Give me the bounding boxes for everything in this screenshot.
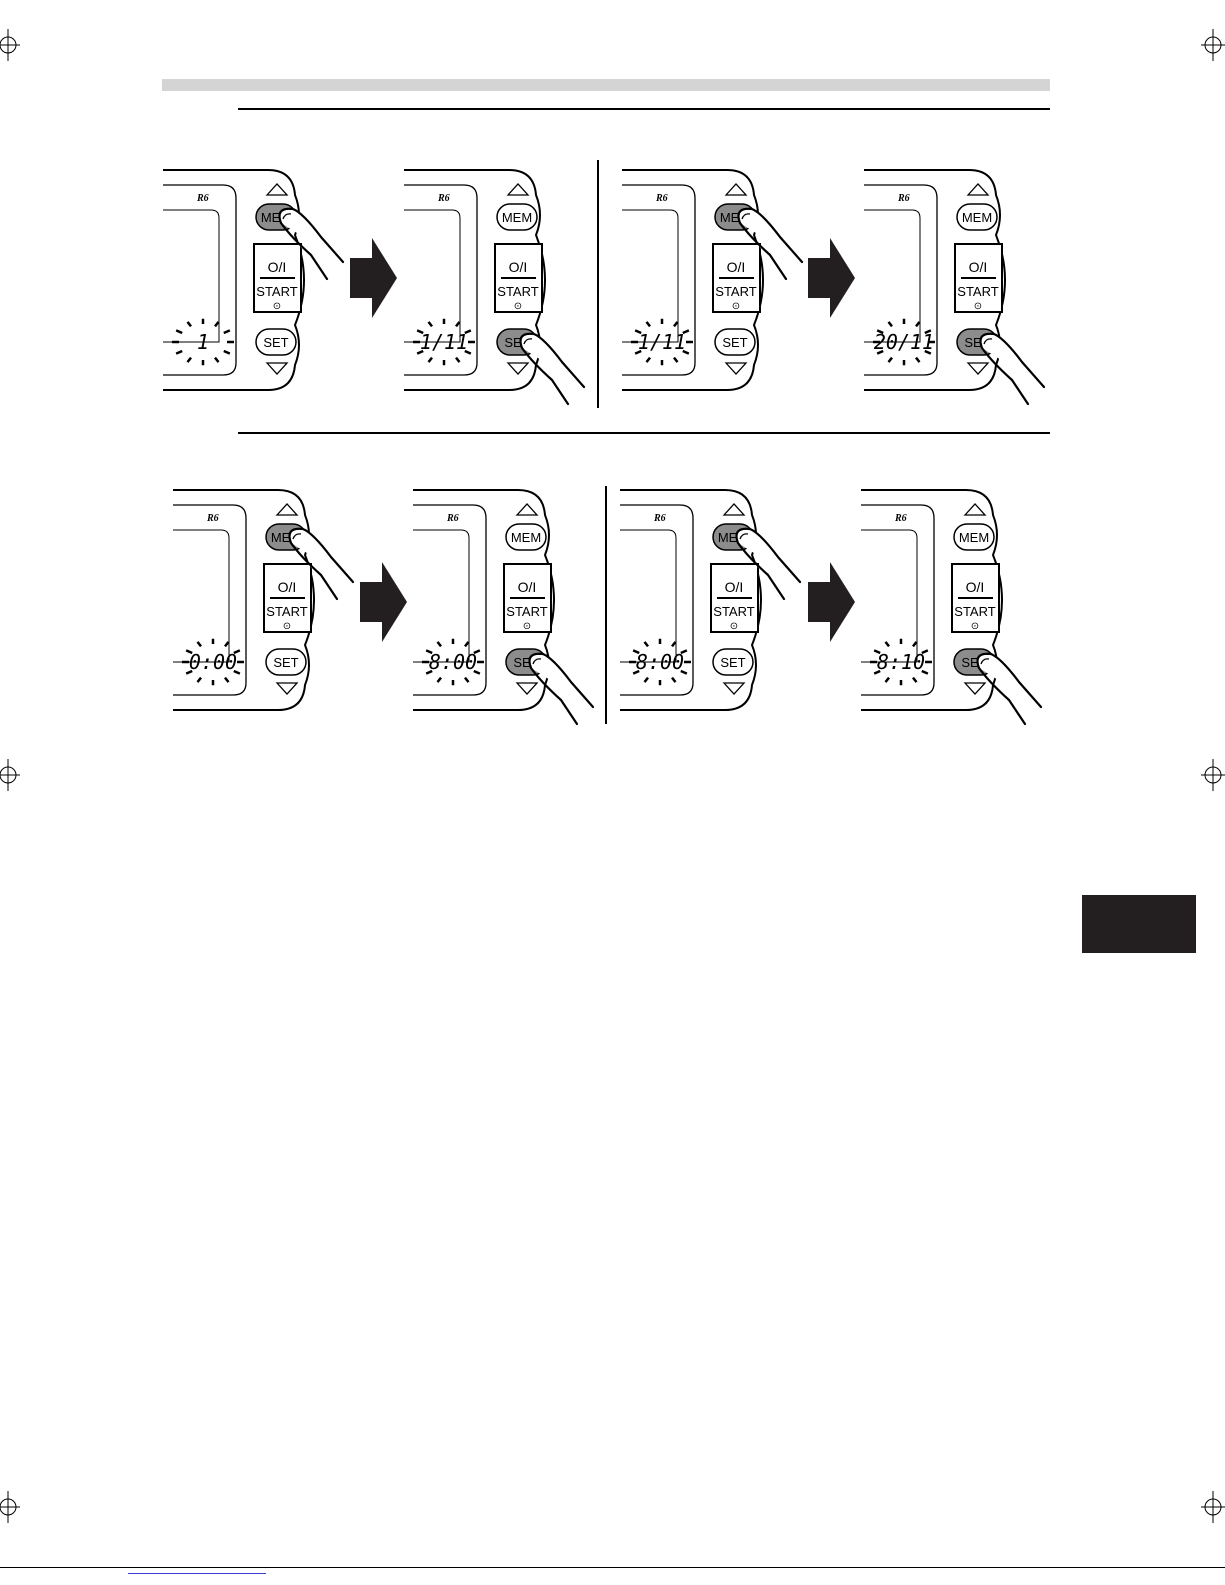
- set-button-label: SET: [273, 655, 298, 670]
- registration-mark: [0, 759, 20, 791]
- start-symbol: ⊙: [971, 621, 979, 632]
- display-readout: 8:00: [429, 650, 477, 674]
- set-button-label: SET: [720, 655, 745, 670]
- start-label: START: [266, 604, 307, 619]
- device-panel: R6MEMO/ISTART⊙SET1: [163, 170, 343, 390]
- device-panels: R6MEMO/ISTART⊙SET1R6MEMO/ISTART⊙SET1/11R…: [163, 170, 1044, 724]
- mem-button-label: MEM: [962, 210, 992, 225]
- start-symbol: ⊙: [974, 301, 982, 312]
- power-label: O/I: [725, 579, 744, 595]
- registration-mark: [0, 1491, 20, 1523]
- device-panel: R6MEMO/ISTART⊙SET8:00: [413, 490, 593, 724]
- model-label: R6: [196, 193, 209, 204]
- start-label: START: [256, 284, 297, 299]
- power-label: O/I: [727, 259, 746, 275]
- start-symbol: ⊙: [273, 301, 281, 312]
- model-label: R6: [206, 513, 219, 524]
- set-button-label: SET: [722, 335, 747, 350]
- model-label: R6: [897, 193, 910, 204]
- registration-mark: [1201, 1491, 1225, 1523]
- model-label: R6: [655, 193, 668, 204]
- mem-button-label: MEM: [959, 530, 989, 545]
- start-symbol: ⊙: [523, 621, 531, 632]
- step-arrow: [360, 562, 407, 642]
- model-label: R6: [446, 513, 459, 524]
- model-label: R6: [894, 513, 907, 524]
- registration-mark: [1201, 29, 1225, 61]
- display-readout: 20/11: [874, 330, 934, 354]
- step-arrow: [808, 238, 855, 318]
- start-symbol: ⊙: [283, 621, 291, 632]
- start-symbol: ⊙: [514, 301, 522, 312]
- power-label: O/I: [966, 579, 985, 595]
- start-label: START: [954, 604, 995, 619]
- registration-mark: [1201, 759, 1225, 791]
- step-arrow: [350, 238, 397, 318]
- power-label: O/I: [268, 259, 287, 275]
- step-arrow: [808, 562, 855, 642]
- display-readout: 1/11: [420, 330, 468, 354]
- model-label: R6: [653, 513, 666, 524]
- power-label: O/I: [518, 579, 537, 595]
- registration-mark: [0, 29, 20, 61]
- set-button-label: SET: [263, 335, 288, 350]
- display-readout: 0:00: [189, 650, 237, 674]
- start-label: START: [715, 284, 756, 299]
- start-label: START: [713, 604, 754, 619]
- start-symbol: ⊙: [732, 301, 740, 312]
- power-label: O/I: [278, 579, 297, 595]
- start-symbol: ⊙: [730, 621, 738, 632]
- display-readout: 8:10: [877, 650, 925, 674]
- start-label: START: [506, 604, 547, 619]
- display-readout: 8:00: [636, 650, 684, 674]
- panel-dividers: [598, 160, 606, 724]
- model-label: R6: [437, 193, 450, 204]
- power-label: O/I: [509, 259, 528, 275]
- display-readout: 1: [197, 330, 209, 354]
- start-label: START: [497, 284, 538, 299]
- mem-button-label: MEM: [511, 530, 541, 545]
- display-readout: 1/11: [638, 330, 686, 354]
- power-label: O/I: [969, 259, 988, 275]
- start-label: START: [957, 284, 998, 299]
- mem-button-label: MEM: [502, 210, 532, 225]
